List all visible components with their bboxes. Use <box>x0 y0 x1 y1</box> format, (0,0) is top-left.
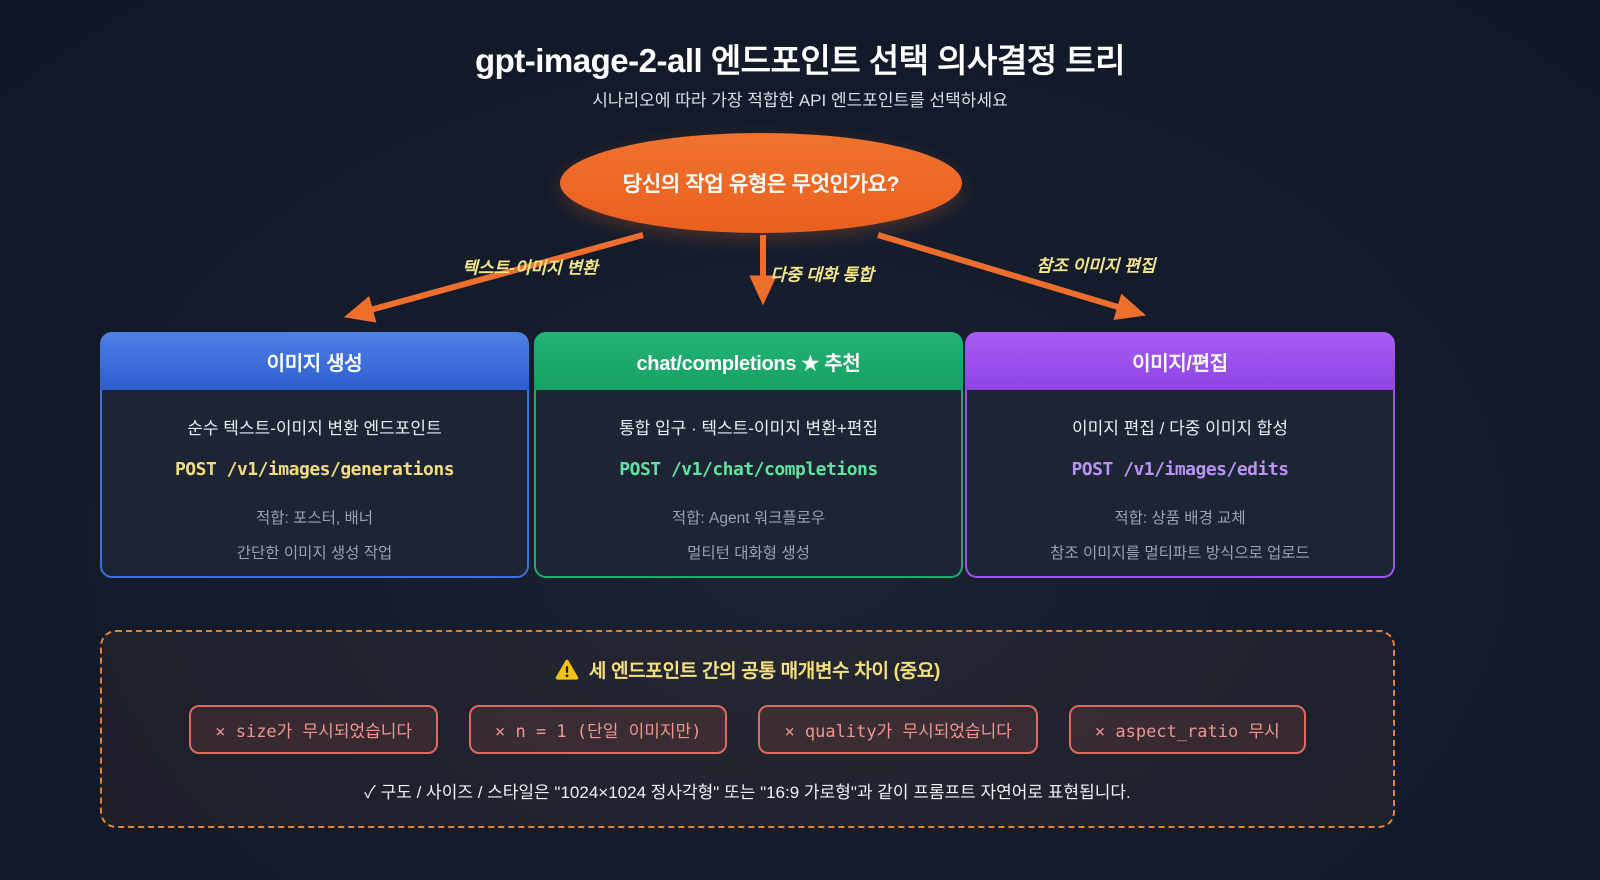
page-subtitle: 시나리오에 따라 가장 적합한 API 엔드포인트를 선택하세요 <box>592 91 1008 110</box>
card-header: 이미지 생성 <box>100 332 529 390</box>
warning-pill-aspect-ratio: × aspect_ratio 무시 <box>1068 705 1306 754</box>
card-header: chat/completions ★ 추천 <box>534 332 963 390</box>
decision-question: 당신의 작업 유형은 무엇인가요? <box>622 173 900 196</box>
card-note: 적합: 상품 배경 교체 <box>1114 510 1246 527</box>
endpoint-path: POST /v1/chat/completions <box>619 459 878 480</box>
card-images-generations: 이미지 생성 순수 텍스트-이미지 변환 엔드포인트 POST /v1/imag… <box>100 332 529 578</box>
card-note: 적합: Agent 워크플로우 <box>671 510 826 527</box>
card-header: 이미지/편집 <box>965 332 1395 390</box>
warning-pill-quality: × quality가 무시되었습니다 <box>758 705 1038 754</box>
branch-arrows <box>343 232 1147 323</box>
warning-title-row: 세 엔드포인트 간의 공통 매개변수 차이 (중요) <box>102 656 1393 683</box>
card-note: 간단한 이미지 생성 작업 <box>236 545 393 562</box>
endpoint-path: POST /v1/images/generations <box>174 459 455 480</box>
branch-arrow-left <box>343 232 644 323</box>
warning-pill-row: × size가 무시되었습니다 × n = 1 (단일 이미지만) × qual… <box>102 705 1393 754</box>
card-description: 순수 텍스트-이미지 변환 엔드포인트 <box>187 419 442 438</box>
card-note: 적합: 포스터, 배너 <box>255 510 374 527</box>
card-note: 멀티턴 대화형 생성 <box>687 545 810 562</box>
page-title: gpt-image-2-all 엔드포인트 선택 의사결정 트리 <box>474 42 1126 79</box>
warning-pill-n: × n = 1 (단일 이미지만) <box>469 705 728 754</box>
card-note: 참조 이미지를 멀티파트 방식으로 업로드 <box>1050 545 1310 562</box>
warning-title: 세 엔드포인트 간의 공통 매개변수 차이 (중요) <box>588 661 941 682</box>
decision-root-node: 당신의 작업 유형은 무엇인가요? <box>560 133 962 233</box>
endpoint-path: POST /v1/images/edits <box>1071 459 1289 480</box>
card-description: 통합 입구 · 텍스트-이미지 변환+편집 <box>618 419 879 438</box>
card-body: 통합 입구 · 텍스트-이미지 변환+편집 POST /v1/chat/comp… <box>534 390 963 578</box>
branch-arrow-right <box>877 232 1147 321</box>
warning-triangle-icon <box>555 659 579 681</box>
card-body: 순수 텍스트-이미지 변환 엔드포인트 POST /v1/images/gene… <box>100 390 529 578</box>
card-body: 이미지 편집 / 다중 이미지 합성 POST /v1/images/edits… <box>965 390 1395 578</box>
branch-label-reference-edit: 참조 이미지 편집 <box>1036 256 1156 276</box>
card-description: 이미지 편집 / 다중 이미지 합성 <box>1071 419 1289 438</box>
warning-footnote: ✓ 구도 / 사이즈 / 스타일은 "1024×1024 정사각형" 또는 "1… <box>364 783 1131 802</box>
card-images-edits: 이미지/편집 이미지 편집 / 다중 이미지 합성 POST /v1/image… <box>965 332 1395 578</box>
common-parameters-warning-box: 세 엔드포인트 간의 공통 매개변수 차이 (중요) × size가 무시되었습… <box>100 630 1395 828</box>
branch-label-multiturn: 다중 대화 통합 <box>770 265 874 285</box>
warning-pill-size: × size가 무시되었습니다 <box>189 705 439 754</box>
branch-label-text-to-image: 텍스트-이미지 변환 <box>462 258 598 278</box>
card-chat-completions: chat/completions ★ 추천 통합 입구 · 텍스트-이미지 변환… <box>534 332 963 578</box>
